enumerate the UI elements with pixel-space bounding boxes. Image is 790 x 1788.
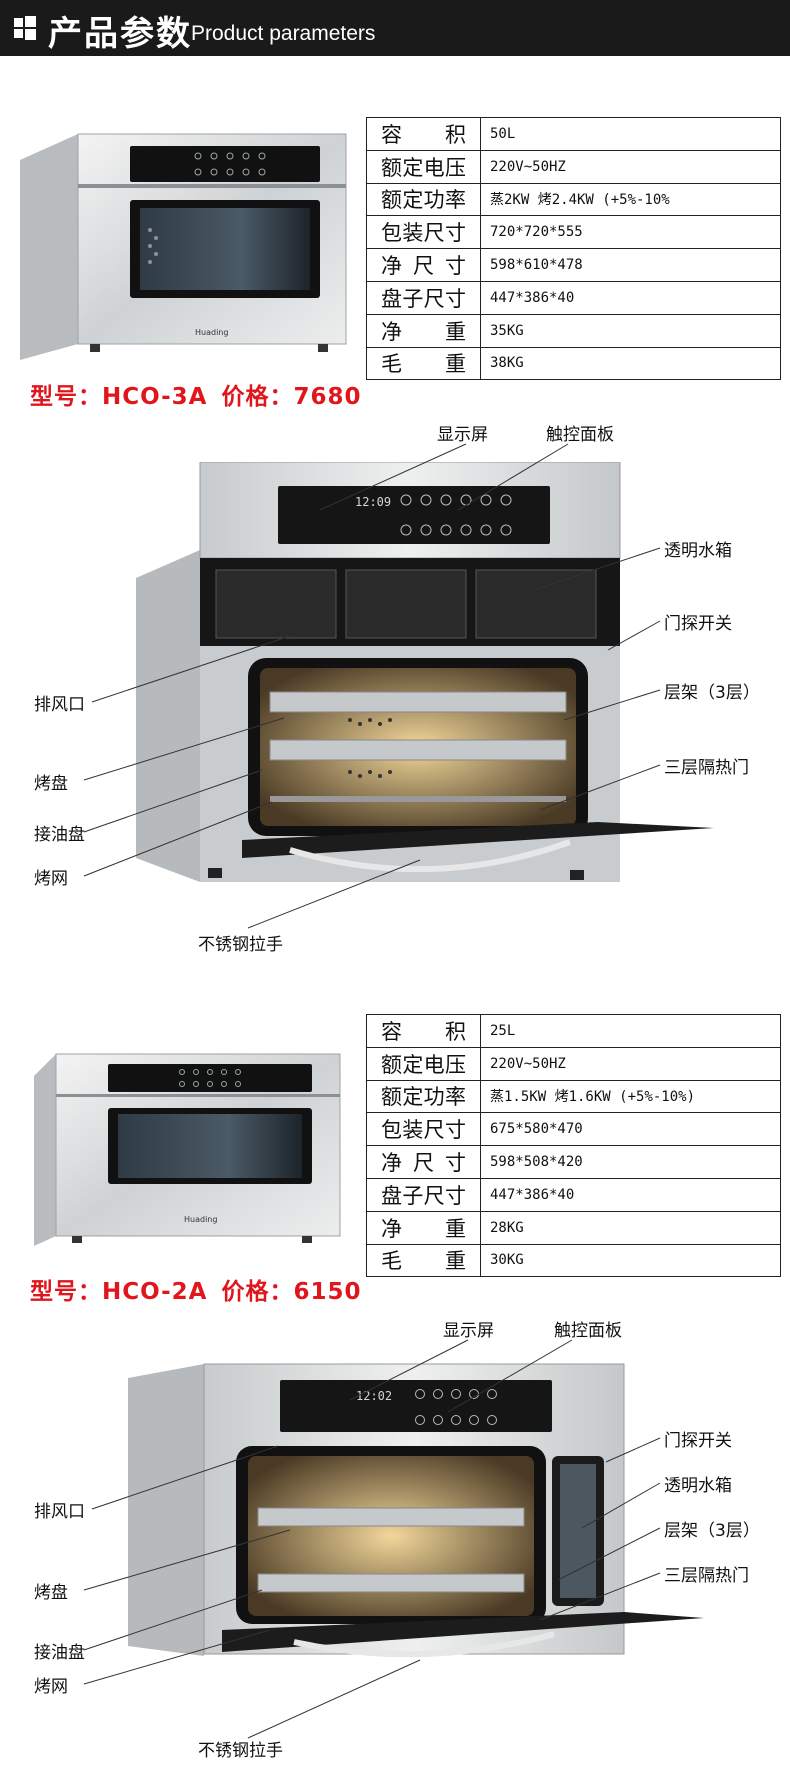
callout-handle: 不锈钢拉手 — [198, 1741, 283, 1761]
spec-label: 包装尺寸 — [366, 1112, 481, 1147]
spec-value: 25L — [480, 1014, 781, 1048]
spec-value: 598*508*420 — [480, 1145, 781, 1179]
brand-logo: Huading — [195, 328, 228, 337]
display-time: 12:02 — [356, 1389, 392, 1403]
spec-value: 蒸1.5KW 烤1.6KW (+5%-10%) — [480, 1079, 781, 1114]
callout-door-switch: 门探开关 — [664, 614, 732, 634]
spec-label: 额定功率 — [366, 1079, 481, 1114]
spec-label: 净 重 — [366, 313, 481, 348]
spec-label: 盘子尺寸 — [366, 1177, 481, 1212]
oven-diagram-hco-2a: 12:02 — [128, 1363, 704, 1658]
price-label: 价格：7680 — [221, 384, 362, 410]
spec-value: 447*386*40 — [480, 1177, 781, 1212]
section-title: 产品参数 — [48, 14, 192, 54]
spec-label: 净 重 — [366, 1210, 481, 1245]
windows-grid-icon — [14, 16, 36, 40]
section-subtitle: Product parameters — [191, 22, 376, 45]
model-label: 型号：HCO-3A — [30, 384, 208, 410]
section-header: 产品参数 Product parameters — [0, 0, 790, 56]
callout-touch-panel: 触控面板 — [554, 1321, 622, 1341]
spec-value: 30KG — [480, 1243, 781, 1278]
model-label: 型号：HCO-2A — [30, 1279, 208, 1305]
model-price-hco-2a: 型号：HCO-2A 价格：6150 — [30, 1272, 375, 1306]
display-time: 12:09 — [355, 495, 391, 509]
spec-label: 额定电压 — [366, 1046, 481, 1081]
spec-value: 447*386*40 — [480, 280, 781, 315]
spec-label: 容 积 — [366, 1014, 481, 1048]
spec-value: 50L — [480, 117, 781, 151]
callout-water-tank: 透明水箱 — [664, 541, 732, 561]
oven-photo-hco-3a: Huading — [20, 133, 347, 360]
callout-water-tank: 透明水箱 — [664, 1476, 732, 1496]
model-price-hco-3a: 型号：HCO-3A 价格：7680 — [30, 377, 375, 411]
spec-row: 额定功率蒸2KW 烤2.4KW (+5%-10% — [366, 182, 781, 217]
callout-touch-panel: 触控面板 — [546, 425, 614, 445]
callout-baking-tray: 烤盘 — [34, 774, 68, 794]
callout-rack: 层架（3层） — [664, 1521, 760, 1541]
spec-label: 包装尺寸 — [366, 215, 481, 250]
spec-value: 720*720*555 — [480, 215, 781, 250]
spec-label: 额定功率 — [366, 182, 481, 217]
spec-value: 38KG — [480, 346, 781, 381]
callout-triple-door: 三层隔热门 — [664, 758, 749, 778]
spec-value: 220V~50HZ — [480, 149, 781, 184]
spec-row: 额定功率蒸1.5KW 烤1.6KW (+5%-10%) — [366, 1079, 781, 1114]
callout-display: 显示屏 — [437, 425, 488, 445]
spec-label: 额定电压 — [366, 149, 481, 184]
spec-label: 容 积 — [366, 117, 481, 151]
callout-handle: 不锈钢拉手 — [198, 935, 283, 955]
spec-value: 675*580*470 — [480, 1112, 781, 1147]
oven-photo-hco-2a: Huading — [34, 1053, 341, 1246]
spec-label: 净 尺 寸 — [366, 1145, 481, 1179]
callout-drip-tray: 接油盘 — [34, 825, 85, 845]
callout-rack: 层架（3层） — [664, 683, 760, 703]
callout-door-switch: 门探开关 — [664, 1431, 732, 1451]
callout-grill: 烤网 — [34, 869, 68, 889]
brand-logo: Huading — [184, 1215, 217, 1224]
spec-value: 28KG — [480, 1210, 781, 1245]
spec-value: 598*610*478 — [480, 248, 781, 282]
callout-display: 显示屏 — [443, 1321, 494, 1341]
price-label: 价格：6150 — [221, 1279, 362, 1305]
callout-vent: 排风口 — [34, 1502, 85, 1522]
spec-value: 220V~50HZ — [480, 1046, 781, 1081]
spec-label: 毛 重 — [366, 1243, 481, 1278]
callout-baking-tray: 烤盘 — [34, 1583, 68, 1603]
callout-grill: 烤网 — [34, 1677, 68, 1697]
callout-drip-tray: 接油盘 — [34, 1643, 85, 1663]
spec-label: 毛 重 — [366, 346, 481, 381]
spec-label: 盘子尺寸 — [366, 280, 481, 315]
spec-value: 35KG — [480, 313, 781, 348]
spec-value: 蒸2KW 烤2.4KW (+5%-10% — [480, 182, 781, 217]
callout-vent: 排风口 — [34, 695, 85, 715]
oven-diagram-hco-3a: 12:09 — [136, 462, 714, 882]
callout-triple-door: 三层隔热门 — [664, 1566, 749, 1586]
spec-label: 净 尺 寸 — [366, 248, 481, 282]
